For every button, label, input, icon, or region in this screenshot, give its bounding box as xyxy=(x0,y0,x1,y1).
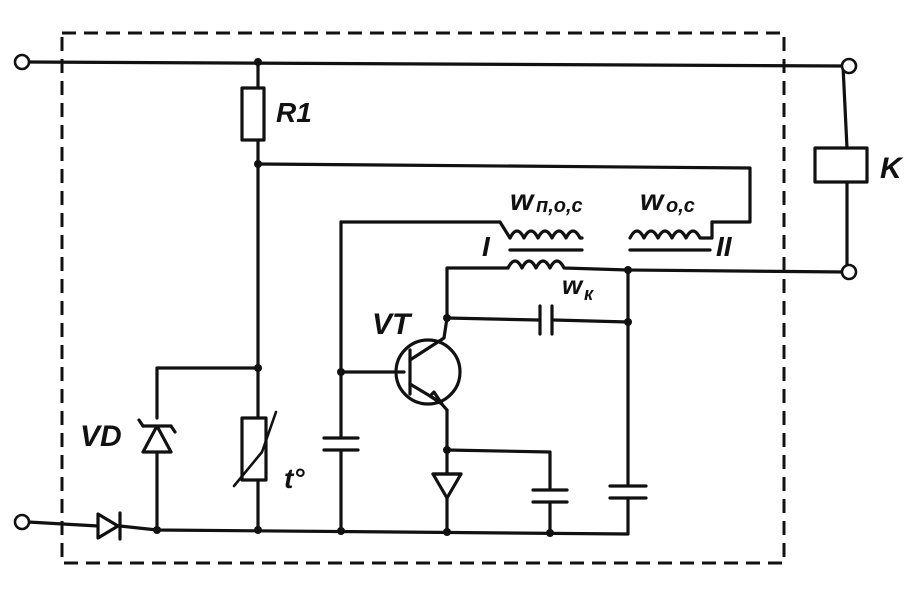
relay-k-coil xyxy=(813,146,869,184)
label-k: K xyxy=(880,152,904,185)
vd-top-wire xyxy=(155,366,260,420)
terminal-top-right xyxy=(840,57,858,75)
label-winding-1: I xyxy=(482,231,491,262)
emitter-diode-body xyxy=(431,472,463,500)
vd-diode-body xyxy=(141,424,173,454)
terminal-right xyxy=(840,263,858,281)
label-w-k-sub: к xyxy=(584,284,594,304)
label-vt: VT xyxy=(372,308,413,341)
input-lead-wire xyxy=(26,520,100,528)
transistor-emitter-arrow xyxy=(428,390,444,406)
label-winding-2: II xyxy=(716,231,733,262)
enclosure-boundary xyxy=(60,31,786,565)
junction-bottom-thermistor xyxy=(254,526,262,534)
resistor-r1 xyxy=(240,86,266,142)
collector-wire xyxy=(445,266,510,320)
label-thermistor: t° xyxy=(284,463,305,494)
label-vd: VD xyxy=(80,420,122,453)
transistor-emitter-lead xyxy=(408,382,449,412)
top-rail-wire xyxy=(26,60,845,68)
relay-upper-wire xyxy=(841,64,849,150)
wk-winding xyxy=(506,259,849,274)
terminal-bottom-left xyxy=(13,513,31,531)
label-w-pos-sub: п,о,с xyxy=(536,195,583,217)
junction-top-r1 xyxy=(254,58,262,66)
label-w-k: w xyxy=(562,270,584,300)
emitter-to-cap3-wire xyxy=(445,448,552,490)
vd-zener-hook-left xyxy=(137,418,145,428)
collector-cap-left-wire xyxy=(445,316,540,322)
wpoc-winding xyxy=(508,229,584,240)
label-r1: R1 xyxy=(276,97,312,128)
collector-cap-right-wire xyxy=(552,318,630,324)
transistor-vt-body xyxy=(394,338,462,406)
junction-wk-right xyxy=(624,266,632,274)
winding-1-left-wire xyxy=(339,220,512,240)
junction-bottom-vd xyxy=(153,526,161,534)
transistor-collector-lead xyxy=(408,316,449,362)
label-w-neg: w xyxy=(640,184,665,217)
feedback-loop-wire xyxy=(256,162,752,224)
terminal-top-left xyxy=(13,53,31,71)
thermistor xyxy=(240,416,268,482)
bottom-rail-wire xyxy=(118,496,630,536)
input-diode-body xyxy=(96,512,120,540)
thermistor-slash xyxy=(232,410,278,488)
vd-zener-hook-right xyxy=(169,424,177,434)
junction-thermistor-top xyxy=(254,364,262,372)
woc-winding xyxy=(628,220,714,240)
label-w-pos: w xyxy=(510,184,535,217)
label-w-neg-sub: о,с xyxy=(666,195,695,217)
